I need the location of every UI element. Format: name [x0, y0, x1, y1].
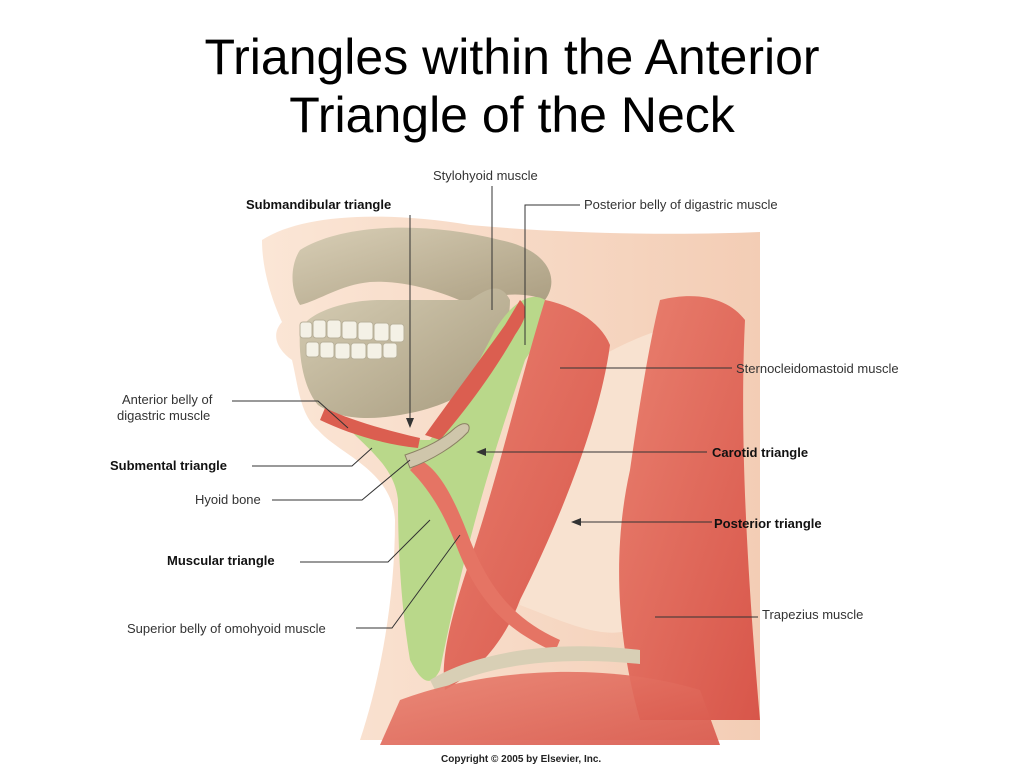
chest-muscles: [380, 671, 720, 745]
label-posterior-triangle: Posterior triangle: [714, 516, 822, 531]
label-trapezius-muscle: Trapezius muscle: [762, 607, 864, 622]
anterior-triangle-region: [352, 296, 545, 681]
omohyoid-muscle: [410, 460, 560, 652]
posterior-belly-digastric: [425, 300, 526, 440]
label-submental-triangle: Submental triangle: [110, 458, 228, 473]
label-submandibular-triangle: Submandibular triangle: [246, 197, 392, 212]
label-hyoid-bone: Hyoid bone: [195, 492, 261, 507]
label-carotid-triangle: Carotid triangle: [712, 445, 809, 460]
label-posterior-belly-digastric: Posterior belly of digastric muscle: [584, 197, 778, 212]
label-anterior-belly-digastric-line2: digastric muscle: [117, 408, 211, 423]
arrowheads: [406, 418, 581, 526]
clavicle: [430, 646, 640, 692]
label-anterior-belly-digastric-line1: Anterior belly of: [122, 392, 213, 407]
label-stylohyoid-muscle: Stylohyoid muscle: [433, 168, 538, 183]
label-sternocleidomastoid-muscle: Sternocleidomastoid muscle: [736, 361, 899, 376]
skull: [292, 227, 552, 305]
trapezius-muscle: [619, 296, 760, 720]
copyright-notice: Copyright © 2005 by Elsevier, Inc.: [441, 754, 602, 765]
anterior-belly-digastric: [320, 408, 420, 448]
hyoid-bone: [404, 423, 470, 469]
slide-title: Triangles within the Anterior Triangle o…: [0, 28, 1024, 144]
teeth: [299, 319, 405, 360]
label-superior-belly-omohyoid: Superior belly of omohyoid muscle: [127, 621, 326, 636]
leader-lines: [232, 186, 758, 629]
title-line-2: Triangle of the Neck: [289, 87, 735, 143]
label-muscular-triangle: Muscular triangle: [167, 553, 275, 568]
title-line-1: Triangles within the Anterior: [204, 29, 820, 85]
